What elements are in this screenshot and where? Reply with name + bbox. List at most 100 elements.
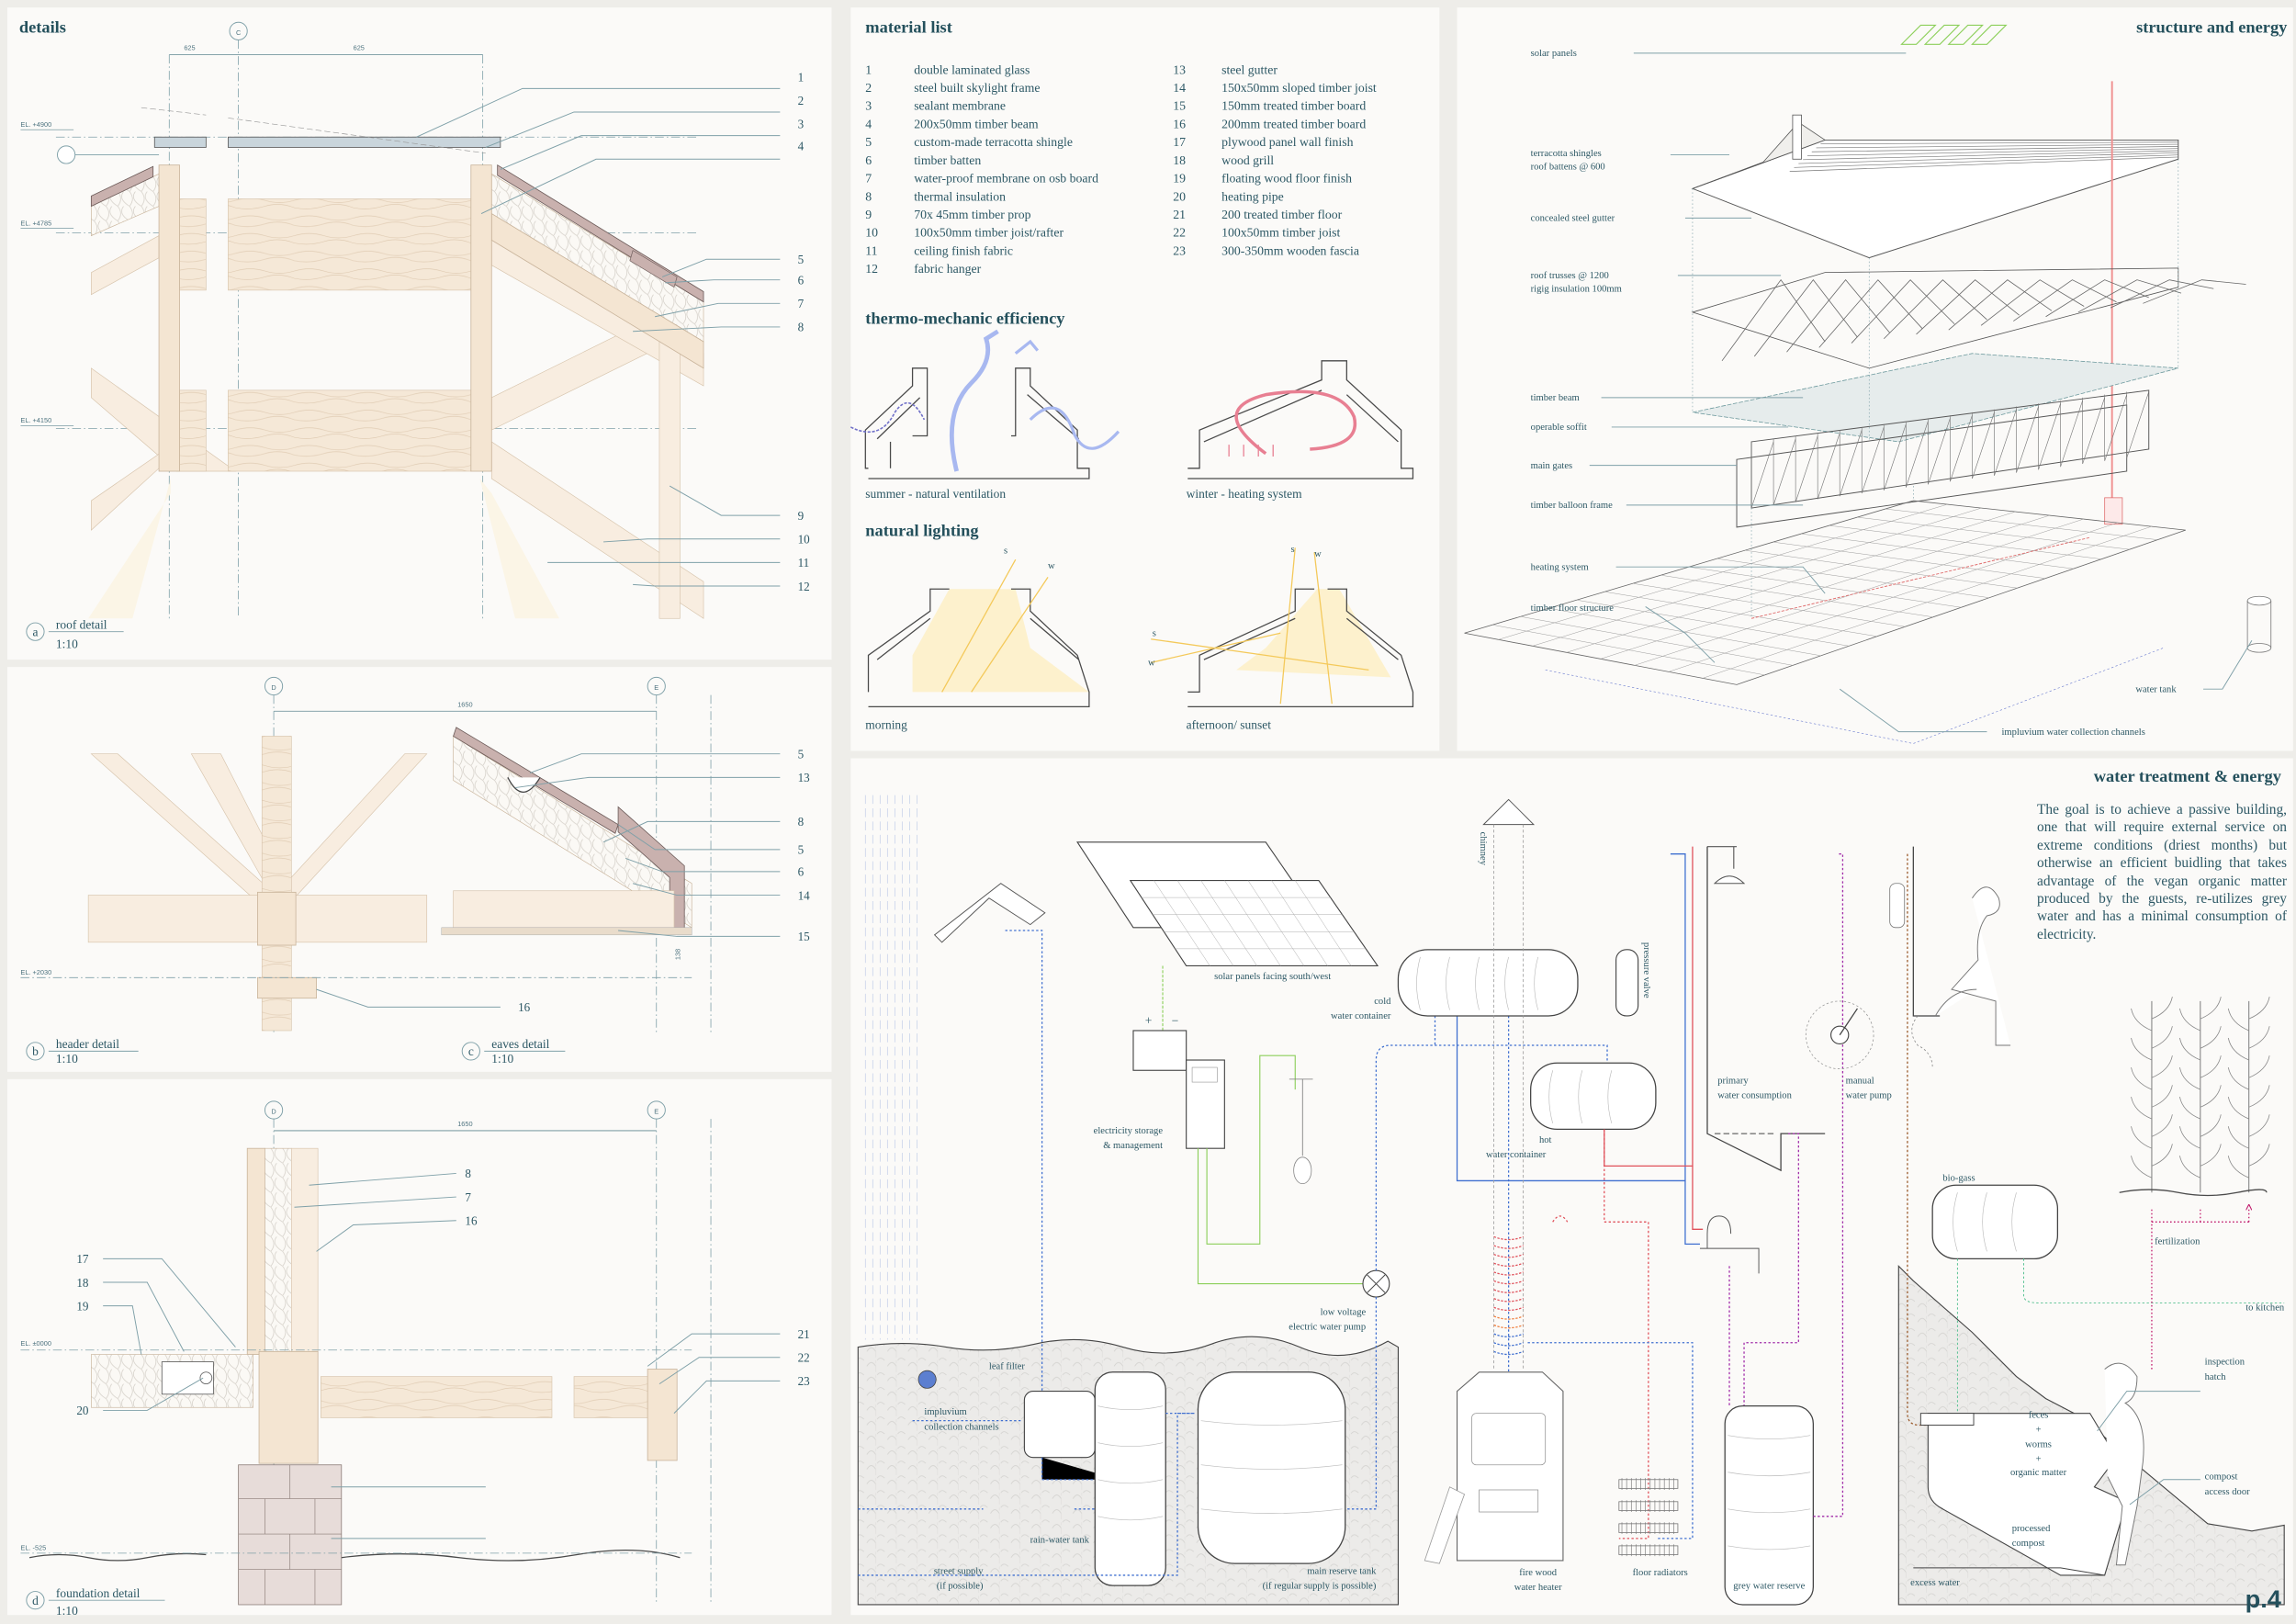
roof-shingle-line — [1803, 150, 2178, 161]
callout-number: 4 — [798, 140, 805, 153]
frame-stud — [2126, 391, 2150, 458]
elevation-4150: EL. +4150 — [20, 416, 51, 424]
label-electricity-storage: electricity storage — [1094, 1126, 1164, 1136]
callout-number: 6 — [798, 273, 805, 287]
winter-caption: winter - heating system — [1187, 487, 1302, 501]
frame-stud — [2060, 400, 2083, 468]
truss — [2110, 279, 2214, 309]
frame-stud — [1750, 441, 1774, 509]
frame-stud — [2082, 397, 2105, 465]
dimension-left: 625 — [184, 44, 195, 52]
material-number: 10 — [865, 226, 878, 240]
material-list-title: material list — [865, 17, 952, 36]
afternoon-diagram: s w s w afternoon/ sunset — [1148, 545, 1414, 731]
sun-s-label-2: s — [1290, 545, 1294, 555]
truss — [1916, 279, 2020, 335]
material-number: 12 — [865, 262, 878, 276]
frame-stud — [2104, 394, 2128, 461]
grid-label-d2: D — [271, 1108, 276, 1116]
truss — [1980, 279, 2085, 326]
label-chimney: chimney — [1478, 832, 1488, 866]
corn-plant-icon — [2227, 997, 2270, 1193]
label-impluvium: impluvium water collection channels — [2001, 727, 2144, 738]
grid-label-c: C — [236, 28, 242, 37]
elevation-4900: EL. +4900 — [20, 120, 51, 129]
header-dimension: 1650 — [457, 700, 472, 708]
material-label: heating pipe — [1221, 189, 1284, 203]
label-processed: processed — [2012, 1524, 2051, 1534]
truss — [1883, 279, 1987, 340]
material-label: plywood panel wall finish — [1221, 135, 1353, 149]
material-number: 5 — [865, 135, 872, 149]
heating-coil — [1493, 1262, 1524, 1268]
structure-energy-axonometric: structure and energy — [1464, 17, 2288, 744]
solar-cell-line — [1200, 880, 1257, 966]
callout-number: 11 — [798, 556, 810, 570]
callout-number: 14 — [798, 888, 811, 902]
frame-stud — [1883, 423, 1907, 491]
material-label: 200 treated timber floor — [1221, 208, 1343, 221]
label-low-voltage: low voltage — [1321, 1307, 1367, 1317]
heating-coil — [1493, 1280, 1524, 1285]
leaf-filter — [1023, 1391, 1096, 1459]
elevation-4785: EL. +4785 — [20, 219, 51, 227]
truss — [1753, 279, 1858, 357]
callout-number: 7 — [465, 1190, 471, 1204]
material-number: 20 — [1173, 189, 1186, 203]
material-number: 9 — [865, 208, 872, 221]
callout-number: 5 — [798, 843, 805, 857]
material-label: thermal insulation — [914, 189, 1006, 203]
heating-coil — [1493, 1289, 1524, 1293]
callout-number: 10 — [798, 533, 811, 547]
person-shoveling-icon — [2104, 1362, 2144, 1566]
material-label: ceiling finish fabric — [914, 243, 1013, 257]
pressure-valve — [1615, 949, 1639, 1017]
sink-icon — [1699, 1215, 1760, 1274]
label-compost-door: compost — [2205, 1472, 2238, 1483]
lighting-title: natural lighting — [865, 522, 979, 540]
material-label: 150x50mm sloped timber joist — [1221, 81, 1377, 95]
frame-stud — [1795, 435, 1818, 502]
material-label: 100x50mm timber joist — [1221, 226, 1340, 240]
label-electric-pump: electric water pump — [1289, 1322, 1366, 1332]
callout-number: 20 — [76, 1404, 89, 1417]
battery-minus: − — [1172, 1014, 1179, 1028]
label-gutter: concealed steel gutter — [1531, 214, 1615, 224]
header-callout-16: 16 — [518, 1000, 531, 1014]
callout-number: 6 — [798, 865, 805, 879]
material-number: 13 — [1173, 62, 1186, 76]
header-detail-scale: 1:10 — [56, 1052, 78, 1066]
material-label: steel built skylight frame — [914, 81, 1040, 95]
structure-title: structure and energy — [2136, 17, 2288, 36]
solar-cell-line — [1176, 880, 1234, 966]
person-seated-icon — [1934, 886, 2011, 1046]
material-label: custom-made terracotta shingle — [914, 135, 1073, 149]
elevation-0000: EL. ±0000 — [20, 1339, 51, 1348]
material-number: 17 — [1173, 135, 1186, 149]
material-label: double laminated glass — [914, 62, 1030, 76]
frame-stud — [2038, 403, 2061, 470]
floor-radiator-icon — [1618, 1500, 1679, 1513]
eaves-detail-scale: 1:10 — [491, 1052, 513, 1066]
morning-caption: morning — [865, 717, 907, 731]
roof-detail-label: roof detail — [56, 617, 107, 631]
frame-stud — [1861, 426, 1885, 494]
material-label: 150mm treated timber board — [1221, 99, 1366, 113]
floor-beam — [1600, 514, 2050, 660]
label-organic-matter: organic matter — [2010, 1468, 2067, 1478]
truss — [2143, 279, 2246, 304]
solar-cell-line — [1271, 880, 1328, 966]
detail-letter-b: b — [32, 1044, 39, 1058]
frame-stud — [1928, 418, 1951, 485]
callout-number: 22 — [798, 1351, 810, 1365]
grey-water-tank — [1724, 1404, 1814, 1606]
roof-shingle-line — [1806, 148, 2178, 156]
afternoon-caption: afternoon/ sunset — [1187, 717, 1272, 731]
heating-coil — [1493, 1324, 1524, 1329]
foundation-dimension: 1650 — [457, 1120, 472, 1128]
truss — [2077, 279, 2182, 313]
material-number: 1 — [865, 62, 872, 76]
label-inspection: inspection — [2205, 1358, 2245, 1368]
material-number: 8 — [865, 189, 872, 203]
